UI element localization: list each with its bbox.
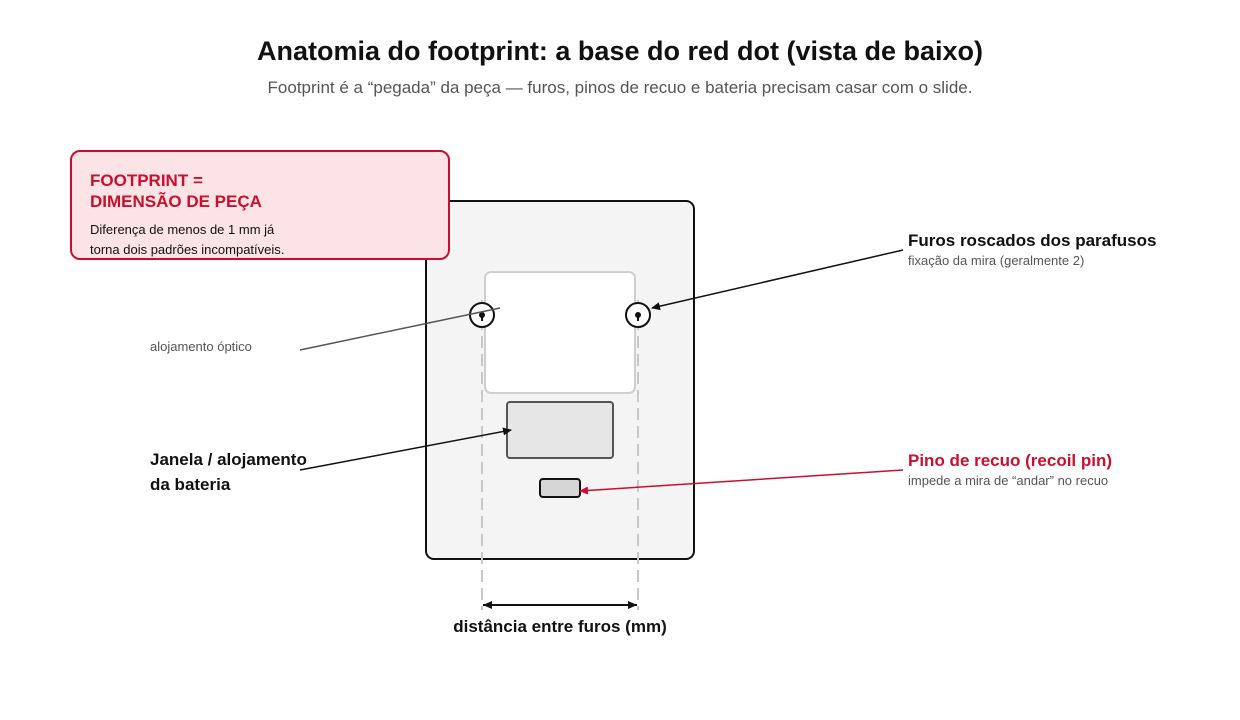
screw-hole-left <box>469 302 495 328</box>
label-screw-holes-sub: fixação da mira (geralmente 2) <box>908 253 1085 268</box>
label-screw-holes: Furos roscados dos parafusos fixação da … <box>908 228 1156 268</box>
label-recoil-pin-title: Pino de recuo (recoil pin) <box>908 451 1113 470</box>
callout-title-line2: DIMENSÃO DE PEÇA <box>90 192 262 211</box>
leader-optical-housing <box>299 307 501 351</box>
label-battery-line1: Janela / alojamento <box>150 450 307 469</box>
label-battery-window: Janela / alojamento da bateria <box>150 447 307 497</box>
callout-body-line1: Diferença de menos de 1 mm já <box>90 222 275 237</box>
callout-body-line2: torna dois padrões incompatíveis. <box>90 242 285 257</box>
leader-recoil-pin <box>579 469 904 495</box>
callout-title: FOOTPRINT = DIMENSÃO DE PEÇA <box>90 170 262 212</box>
label-recoil-pin-sub: impede a mira de “andar” no recuo <box>908 473 1109 488</box>
callout-body: Diferença de menos de 1 mm já torna dois… <box>90 220 284 260</box>
label-battery-line2: da bateria <box>150 475 231 494</box>
leader-battery-window <box>299 427 512 471</box>
label-screw-holes-title: Furos roscados dos parafusos <box>908 231 1157 250</box>
battery-window <box>506 401 614 459</box>
label-hole-distance: distância entre furos (mm) <box>453 617 667 636</box>
leader-screw-holes <box>651 249 904 311</box>
label-optical-housing: alojamento óptico <box>150 339 252 354</box>
recoil-pin <box>539 478 581 498</box>
callout-title-line1: FOOTPRINT = <box>90 171 203 190</box>
screw-hole-right <box>625 302 651 328</box>
page-title: Anatomia do footprint: a base do red dot… <box>256 36 984 66</box>
label-recoil-pin: Pino de recuo (recoil pin) impede a mira… <box>908 448 1112 488</box>
optical-housing <box>484 271 636 394</box>
footprint-callout: FOOTPRINT = DIMENSÃO DE PEÇA Diferença d… <box>70 150 450 260</box>
page-subtitle: Footprint é a “pegada” da peça — furos, … <box>267 78 973 97</box>
